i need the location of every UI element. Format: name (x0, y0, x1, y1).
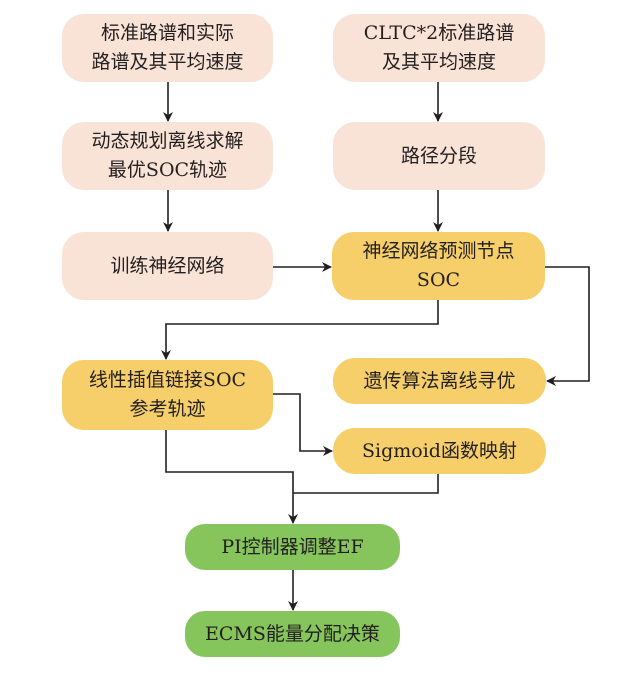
edge-nn-to-ga (545, 266, 590, 386)
node-line: 参考轨迹 (129, 398, 206, 420)
edge-nn-to-interp (161, 300, 439, 360)
node-path-segmentation: 路径分段 (333, 122, 545, 190)
node-line: 路径分段 (400, 144, 477, 167)
node-line: 线性插值链接SOC (88, 369, 247, 391)
node-cltc-standard-route: CLTC*2标准路谱及其平均速度 (333, 14, 545, 82)
node-standard-actual-route: 标准路谱和实际路谱及其平均速度 (62, 14, 273, 82)
node-line: 标准路谱和实际 (100, 22, 234, 44)
node-line: 训练神经网络 (110, 254, 225, 277)
edge-interp-to-pi (165, 430, 298, 524)
node-line: PI控制器调整EF (221, 535, 364, 558)
node-ecms-decision: ECMS能量分配决策 (185, 611, 400, 657)
node-line: CLTC*2标准路谱 (363, 22, 515, 44)
node-dp-offline-solve: 动态规划离线求解最优SOC轨迹 (62, 122, 273, 190)
node-ga-offline-optimize: 遗传算法离线寻优 (333, 358, 546, 404)
node-linear-interpolation: 线性插值链接SOC 参考轨迹 (62, 360, 273, 430)
node-line: 最优SOC轨迹 (107, 159, 228, 181)
edge-interp-to-sigmoid (273, 393, 333, 456)
node-train-neural-network: 训练神经网络 (62, 232, 273, 300)
node-line: 神经网络预测节点 (362, 240, 515, 262)
node-line: 动态规划离线求解 (91, 130, 244, 152)
node-line: Sigmoid函数映射 (362, 439, 517, 462)
node-pi-controller: PI控制器调整EF (185, 524, 400, 570)
node-sigmoid-mapping: Sigmoid函数映射 (333, 428, 546, 474)
node-line: 路谱及其平均速度 (91, 51, 244, 73)
node-line: 遗传算法离线寻优 (363, 369, 516, 392)
node-line: SOC (416, 269, 461, 291)
node-line: 及其平均速度 (381, 51, 496, 73)
node-nn-predict-soc: 神经网络预测节点 SOC (332, 232, 545, 300)
node-line: ECMS能量分配决策 (205, 622, 380, 645)
edge-sigmoid-to-pi (293, 474, 439, 494)
